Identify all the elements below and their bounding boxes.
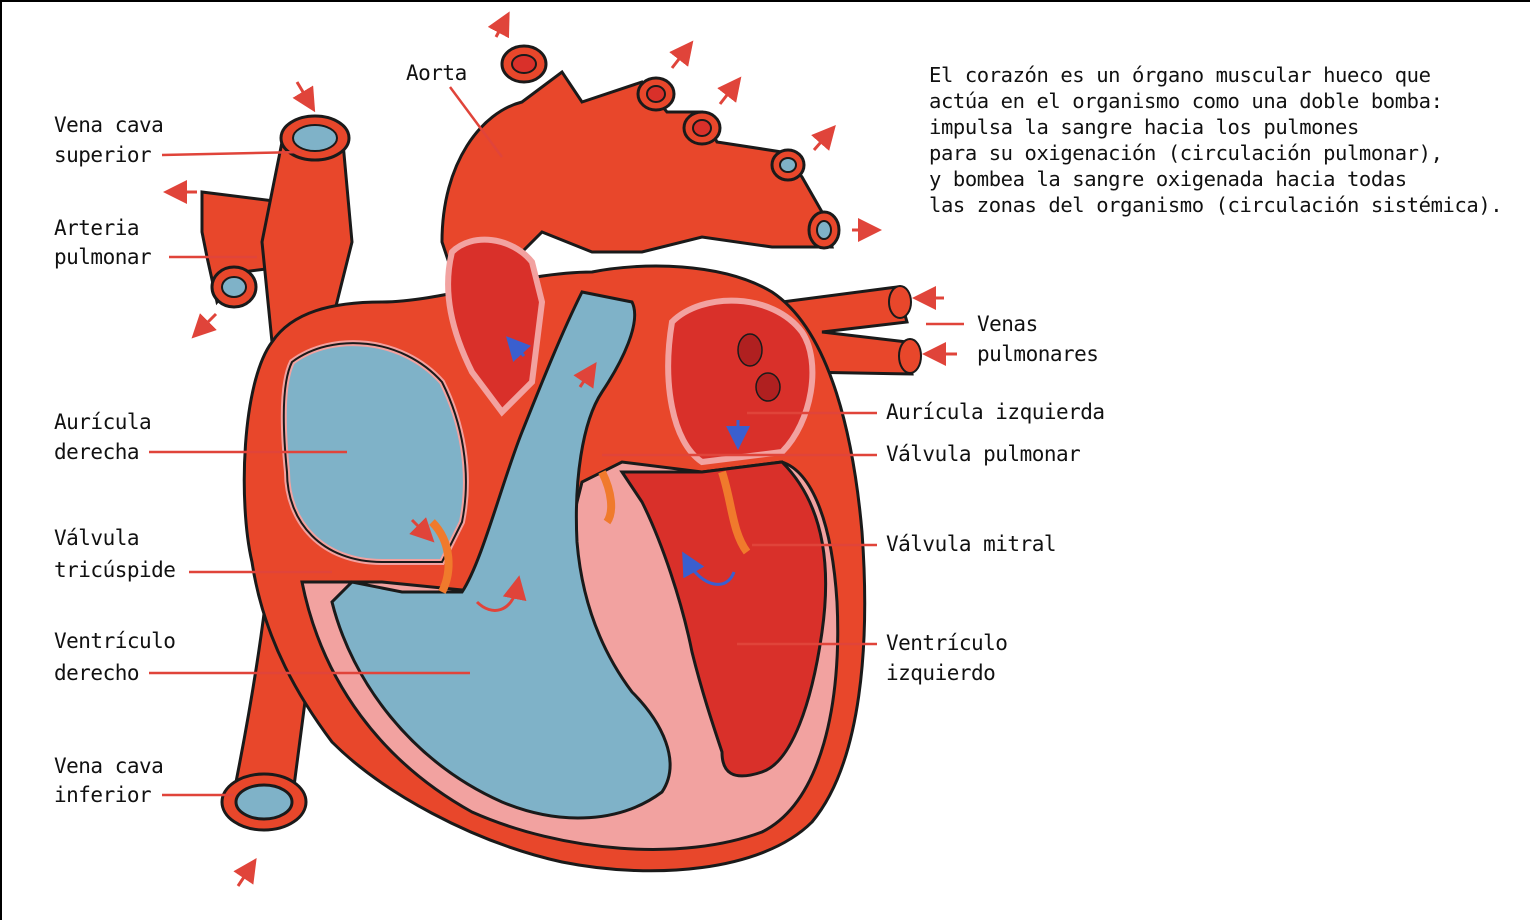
intro-line: impulsa la sangre hacia los pulmones (929, 114, 1502, 140)
intro-line: y bombea la sangre oxigenada hacia todas (929, 166, 1502, 192)
label-ventriculo-izquierdo-2: izquierdo (886, 658, 995, 688)
intro-paragraph: El corazón es un órgano muscular hueco q… (929, 62, 1502, 218)
label-ventriculo-izquierdo-1: Ventrículo (886, 628, 1007, 658)
label-auricula-derecha-1: Aurícula (54, 407, 151, 437)
label-venas-pulmonares-2: pulmonares (977, 339, 1098, 369)
label-auricula-derecha-2: derecha (54, 437, 139, 467)
label-auricula-izquierda: Aurícula izquierda (886, 397, 1105, 427)
label-aorta: Aorta (406, 58, 467, 88)
label-vena-cava-inferior-1: Vena cava (54, 751, 163, 781)
label-ventriculo-derecho-2: derecho (54, 658, 139, 688)
label-valvula-mitral: Válvula mitral (886, 529, 1056, 559)
intro-line: El corazón es un órgano muscular hueco q… (929, 62, 1502, 88)
label-vena-cava-superior-2: superior (54, 140, 151, 170)
left-atrium-shape (668, 301, 812, 462)
intro-line: las zonas del organismo (circulación sis… (929, 192, 1502, 218)
intro-line: para su oxigenación (circulación pulmona… (929, 140, 1502, 166)
label-venas-pulmonares-1: Venas (977, 309, 1038, 339)
label-vena-cava-inferior-2: inferior (54, 780, 151, 810)
label-arteria-pulmonar-1: Arteria (54, 213, 139, 243)
label-arteria-pulmonar-2: pulmonar (54, 242, 151, 272)
label-ventriculo-derecho-1: Ventrículo (54, 626, 175, 656)
label-valvula-pulmonar: Válvula pulmonar (886, 439, 1080, 469)
label-valvula-tricuspide-1: Válvula (54, 523, 139, 553)
intro-line: actúa en el organismo como una doble bom… (929, 88, 1502, 114)
label-vena-cava-superior-1: Vena cava (54, 110, 163, 140)
label-valvula-tricuspide-2: tricúspide (54, 555, 175, 585)
